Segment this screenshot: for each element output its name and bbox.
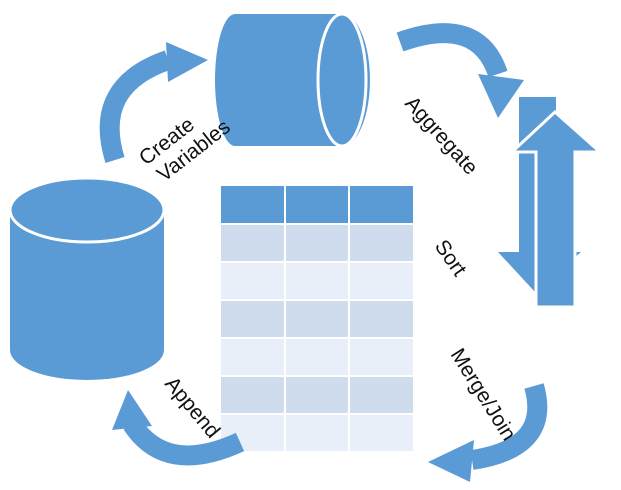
- table-row: [221, 224, 413, 262]
- up-arrow: [508, 109, 604, 309]
- table-row: [221, 414, 413, 452]
- curved-arrow-create: [99, 42, 208, 163]
- label-aggregate: Aggregate: [400, 92, 482, 179]
- data-table: [221, 186, 413, 453]
- table-row: [221, 376, 413, 414]
- label-append: Append: [160, 372, 224, 442]
- label-merge-join: Merge/Join: [446, 344, 521, 444]
- database-cylinder-body: [10, 210, 164, 380]
- sort-arrows: [498, 97, 604, 309]
- table-header-row: [221, 186, 413, 224]
- table-row: [221, 262, 413, 300]
- database-cylinder-top: [8, 176, 166, 244]
- curved-arrow-merge-join: [428, 383, 548, 482]
- label-sort: Sort: [430, 236, 471, 281]
- table-row: [221, 300, 413, 338]
- curved-arrow-append: [112, 390, 245, 466]
- dataset-cylinder: [215, 12, 370, 148]
- curved-arrow-aggregate: [396, 23, 524, 118]
- dataset-cylinder-end: [316, 12, 368, 148]
- database-cylinder: [8, 176, 166, 380]
- table-row: [221, 338, 413, 376]
